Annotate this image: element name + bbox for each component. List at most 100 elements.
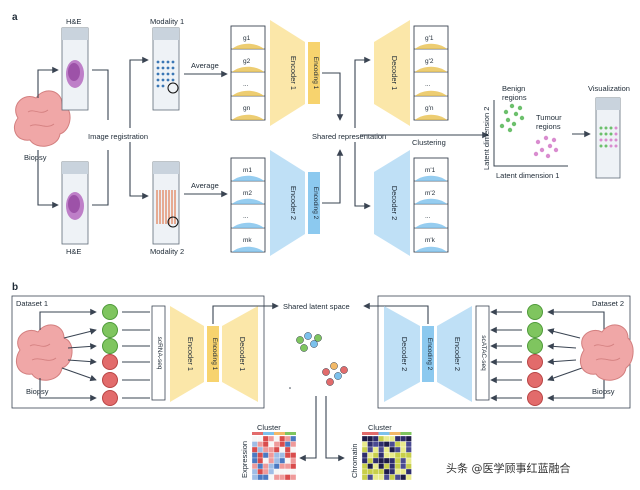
hne-slide-bottom	[61, 161, 89, 245]
heatmap-cell	[383, 435, 390, 442]
heatmap-cell	[290, 474, 297, 481]
heatmap-cell	[251, 441, 258, 448]
heatmap-cell	[273, 463, 280, 470]
arrow-encoding1-to-latent	[212, 302, 279, 324]
heatmap-cell	[257, 463, 264, 470]
arrow-hne-top-to-registration	[92, 69, 109, 120]
m-vector	[230, 157, 266, 253]
heatmap-cluster-strip	[389, 432, 395, 435]
heatmap-cell	[372, 463, 379, 470]
heatmap-cell	[389, 468, 396, 475]
latent-space-scatter	[289, 332, 348, 389]
heatmap-cell	[394, 452, 401, 459]
arrow-shared-to-decoder2	[354, 142, 371, 210]
m-prime-cell-3: ...	[425, 213, 431, 220]
heatmap-cell	[257, 457, 264, 464]
heatmap-cell	[400, 463, 407, 470]
heatmap-cell	[378, 446, 385, 453]
panel-b-label: b	[12, 282, 18, 293]
heatmap-cell	[251, 474, 258, 481]
tumour-label-line1: Tumour	[536, 113, 562, 122]
heatmap-cell	[268, 474, 275, 481]
heatmap-cluster-strip	[252, 432, 258, 435]
decoder2-shape-a	[374, 150, 410, 256]
heatmap-cell	[361, 446, 368, 453]
heatmap-cell	[400, 474, 407, 481]
arrow-latent-to-chromatin	[325, 396, 345, 462]
heatmap-cell	[367, 474, 374, 481]
m-cell-4: mk	[243, 237, 252, 244]
heatmap-cell	[378, 441, 385, 448]
arrow-shared-to-decoder1	[354, 56, 371, 128]
heatmap-cell	[389, 452, 396, 459]
heatmap-cluster-strip	[263, 432, 269, 435]
heatmap-cell	[389, 441, 396, 448]
heatmap-cell	[361, 457, 368, 464]
heatmap-cell	[284, 474, 291, 481]
clustering-label: Clustering	[412, 138, 446, 147]
right-cells	[527, 304, 543, 406]
scatac-label: scATAC-seq	[480, 335, 487, 371]
visualization-label: Visualization	[588, 84, 630, 93]
g-prime-cell-4: g'n	[425, 105, 434, 112]
image-registration-label: Image registration	[88, 132, 148, 141]
heatmap-cell	[361, 435, 368, 442]
heatmap-cell	[273, 468, 280, 475]
heatmap-cell	[290, 435, 297, 442]
heatmap-cell	[405, 463, 412, 470]
arrow-hne-bottom-to-registration	[92, 150, 109, 206]
chromatin-label: Chromatin	[350, 443, 359, 478]
heatmap-cell	[394, 463, 401, 470]
left-cell-arrows	[39, 308, 150, 402]
arrow-encoding1-to-shared	[322, 72, 344, 121]
heatmap-cell	[378, 435, 385, 442]
heatmap-cell	[389, 474, 396, 481]
heatmap-cell	[372, 441, 379, 448]
heatmap-cell	[262, 457, 269, 464]
decoder1-shape-a	[374, 20, 410, 126]
heatmap-cell	[389, 463, 396, 470]
heatmap-cell	[361, 474, 368, 481]
average-bottom-label: Average	[191, 181, 219, 190]
heatmap-cell	[257, 446, 264, 453]
heatmap-cell	[383, 441, 390, 448]
biopsy-tissue-b-right	[580, 324, 634, 381]
heatmap-cell	[268, 463, 275, 470]
heatmap-cell	[279, 468, 286, 475]
modality1-label: Modality 1	[150, 17, 184, 26]
heatmap-cell	[290, 446, 297, 453]
g-prime-cell-2: g'2	[425, 58, 434, 65]
heatmap-cell	[257, 441, 264, 448]
heatmap-cell	[361, 441, 368, 448]
decoder1-label-a: Decoder 1	[390, 56, 399, 91]
heatmap-cell	[383, 474, 390, 481]
hne-top-label: H&E	[66, 17, 81, 26]
heatmap-cell	[389, 435, 396, 442]
arrow-registration-to-modality1	[129, 56, 149, 128]
encoding2-bar-b	[422, 326, 434, 382]
heatmap-cell	[251, 446, 258, 453]
heatmap-cell	[383, 457, 390, 464]
m-cell-3: ...	[243, 213, 249, 220]
right-cell-arrows	[490, 308, 605, 402]
heatmap-cell	[394, 474, 401, 481]
watermark-text: 头条 @医学顾事红蓝融合	[446, 461, 571, 475]
heatmap-cell	[361, 468, 368, 475]
latent-x-label: Latent dimension 1	[496, 171, 559, 180]
heatmap-cell	[262, 435, 269, 442]
modality2-slide	[152, 161, 180, 245]
latent-scatter	[493, 100, 568, 167]
biopsy-left-label: Biopsy	[26, 387, 49, 396]
heatmap-cell	[394, 457, 401, 464]
biopsy-tissue-b-left	[16, 324, 73, 381]
heatmap-cluster-strip	[285, 432, 291, 435]
latent-y-label: Latent dimension 2	[482, 107, 491, 170]
heatmap-cell	[383, 452, 390, 459]
heatmap-cell	[262, 452, 269, 459]
heatmap-cell	[400, 468, 407, 475]
m-cell-1: m1	[243, 167, 252, 174]
heatmap-cell	[394, 446, 401, 453]
heatmap-cell	[251, 452, 258, 459]
heatmap-cluster-strip	[373, 432, 379, 435]
